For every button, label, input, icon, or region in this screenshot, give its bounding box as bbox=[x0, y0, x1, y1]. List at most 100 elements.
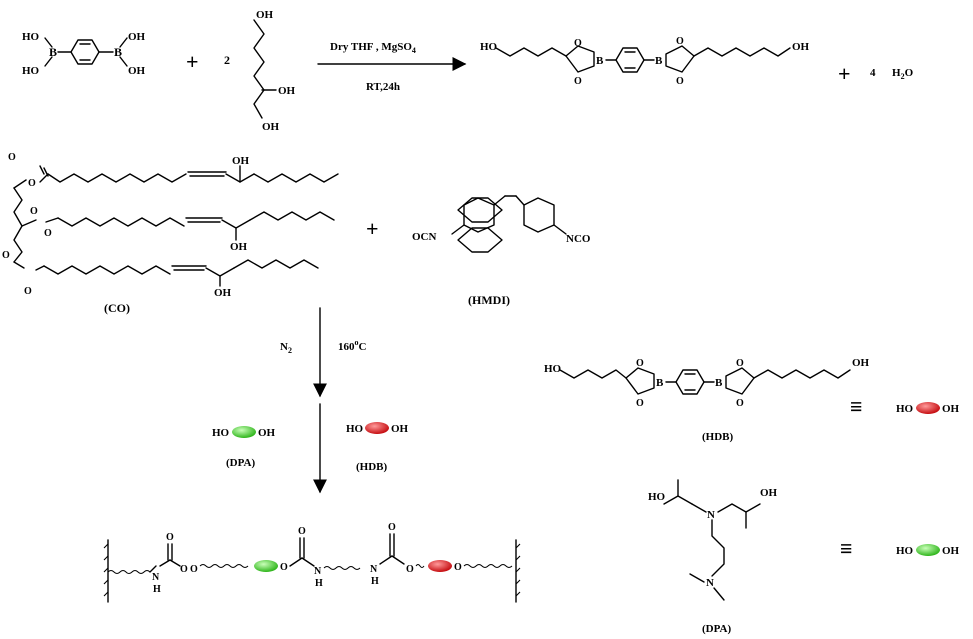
hydroxyl-label: HO bbox=[22, 31, 40, 43]
hydroxyl-label: OH bbox=[262, 121, 280, 133]
hydrogen-atom: H bbox=[371, 576, 379, 587]
plus-sign: + bbox=[186, 49, 199, 74]
oxygen-atom: O bbox=[190, 564, 198, 575]
hydrogen-atom: H bbox=[153, 584, 161, 595]
boron-atom-left: B bbox=[49, 45, 57, 59]
hdb-red-ellipse bbox=[916, 402, 940, 414]
hmdi-structure: OCN NCO bbox=[412, 195, 591, 253]
hydroxyl-label: HO bbox=[896, 545, 914, 557]
boronic-ester-product: HO O O B B O O OH bbox=[480, 36, 810, 87]
hydroxyl-label: OH bbox=[942, 403, 960, 415]
nitrogen-atom: N bbox=[152, 572, 160, 583]
hydroxyl-label: OH bbox=[256, 9, 274, 21]
hydroxyl-label: HO bbox=[648, 491, 666, 503]
hydroxyl-label: HO bbox=[896, 403, 914, 415]
dpa-symbol-legend: HO OH bbox=[896, 544, 960, 557]
polyurethane-network: N H O O O O O N H N H O O O bbox=[103, 522, 521, 603]
dpa-green-ellipse bbox=[916, 544, 940, 556]
water-coefficient: 4 bbox=[870, 67, 876, 79]
isocyanate-group: NCO bbox=[566, 233, 591, 245]
reaction-time-temperature: RT,24h bbox=[366, 81, 400, 93]
dpa-chain-extender: HO OH (DPA) bbox=[212, 426, 276, 469]
oxygen-atom: O bbox=[388, 522, 396, 533]
hydroxyl-label: HO bbox=[480, 41, 498, 53]
oxygen-atom: O bbox=[2, 250, 10, 261]
hydroxyl-label: OH bbox=[258, 427, 276, 439]
hydroxyl-label: OH bbox=[760, 487, 778, 499]
hydroxyl-label: OH bbox=[128, 31, 146, 43]
oxygen-atom: O bbox=[574, 38, 582, 49]
stoichiometric-coefficient: 2 bbox=[224, 53, 230, 67]
hydroxyl-label: HO bbox=[212, 427, 230, 439]
water-formula: H2O bbox=[892, 67, 914, 81]
nitrogen-atom: N bbox=[706, 577, 714, 589]
dpa-green-ellipse bbox=[232, 426, 256, 438]
oxygen-atom: O bbox=[636, 358, 644, 369]
nitrogen-atom: N bbox=[370, 564, 378, 575]
castor-oil-structure: O O OH O O OH O O OH bbox=[2, 152, 339, 299]
hydroxyl-label: OH bbox=[128, 65, 146, 77]
hydroxyl-label: OH bbox=[391, 423, 409, 435]
hdb-label: (HDB) bbox=[356, 461, 388, 473]
boron-atom: B bbox=[656, 377, 664, 389]
hydroxyl-label: HO bbox=[346, 423, 364, 435]
equivalence-sign: ≡ bbox=[850, 394, 863, 419]
hydroxyl-label: HO bbox=[544, 363, 562, 375]
hydroxyl-label: OH bbox=[230, 241, 248, 253]
nitrogen-atom: N bbox=[707, 509, 715, 521]
oxygen-atom: O bbox=[636, 398, 644, 409]
oxygen-atom: O bbox=[8, 152, 16, 163]
benzene-diboronic-acid: B B HO HO OH OH bbox=[22, 31, 146, 77]
oxygen-atom: O bbox=[406, 564, 414, 575]
hydroxyl-label: OH bbox=[852, 357, 870, 369]
oxygen-atom: O bbox=[454, 562, 462, 573]
hdb-red-ellipse bbox=[365, 422, 389, 434]
plus-sign: + bbox=[838, 61, 851, 86]
boron-atom: B bbox=[655, 55, 663, 67]
oxygen-atom: O bbox=[736, 398, 744, 409]
oxygen-atom: O bbox=[166, 532, 174, 543]
hdb-symbol-legend: HO OH bbox=[896, 402, 960, 415]
reaction-arrow-1: Dry THF , MgSO4 RT,24h bbox=[317, 41, 467, 93]
hydroxyl-label: OH bbox=[214, 287, 232, 299]
equivalence-sign: ≡ bbox=[840, 536, 853, 561]
hdb-red-ellipse bbox=[428, 560, 452, 572]
oxygen-atom: O bbox=[28, 178, 36, 189]
oxygen-atom: O bbox=[676, 36, 684, 47]
oxygen-atom: O bbox=[298, 526, 306, 537]
plus-sign: + bbox=[366, 216, 379, 241]
hdb-structure-legend: HO O O B B O O OH bbox=[544, 357, 870, 409]
hydroxyl-label: OH bbox=[792, 41, 810, 53]
dpa-green-ellipse bbox=[254, 560, 278, 572]
hmdi-label: (HMDI) bbox=[468, 293, 510, 307]
hexanetriol: OH OH OH bbox=[253, 9, 296, 133]
reaction-temperature: 160oC bbox=[338, 338, 367, 353]
castor-oil-label: (CO) bbox=[104, 301, 130, 315]
oxygen-atom: O bbox=[30, 206, 38, 217]
nitrogen-atom: N bbox=[314, 566, 322, 577]
hydroxyl-label: HO bbox=[22, 65, 40, 77]
hydroxyl-label: OH bbox=[278, 85, 296, 97]
boron-atom: B bbox=[715, 377, 723, 389]
boron-atom: B bbox=[596, 55, 604, 67]
hydroxyl-label: OH bbox=[942, 545, 960, 557]
oxygen-atom: O bbox=[736, 358, 744, 369]
hdb-label: (HDB) bbox=[702, 431, 734, 443]
oxygen-atom: O bbox=[676, 76, 684, 87]
oxygen-atom: O bbox=[280, 562, 288, 573]
reaction-conditions: Dry THF , MgSO4 bbox=[330, 41, 416, 55]
oxygen-atom: O bbox=[180, 564, 188, 575]
nitrogen-atmosphere: N2 bbox=[280, 341, 292, 355]
isocyanate-group: OCN bbox=[412, 231, 437, 243]
dpa-label: (DPA) bbox=[226, 457, 255, 469]
oxygen-atom: O bbox=[44, 228, 52, 239]
boron-atom-right: B bbox=[114, 45, 122, 59]
oxygen-atom: O bbox=[574, 76, 582, 87]
hydroxyl-label: OH bbox=[232, 155, 250, 167]
hydrogen-atom: H bbox=[315, 578, 323, 589]
dpa-label: (DPA) bbox=[702, 623, 731, 635]
dpa-structure-legend: HO OH N N bbox=[648, 479, 778, 601]
hdb-chain-extender: HO OH (HDB) bbox=[346, 422, 409, 473]
oxygen-atom: O bbox=[24, 286, 32, 297]
